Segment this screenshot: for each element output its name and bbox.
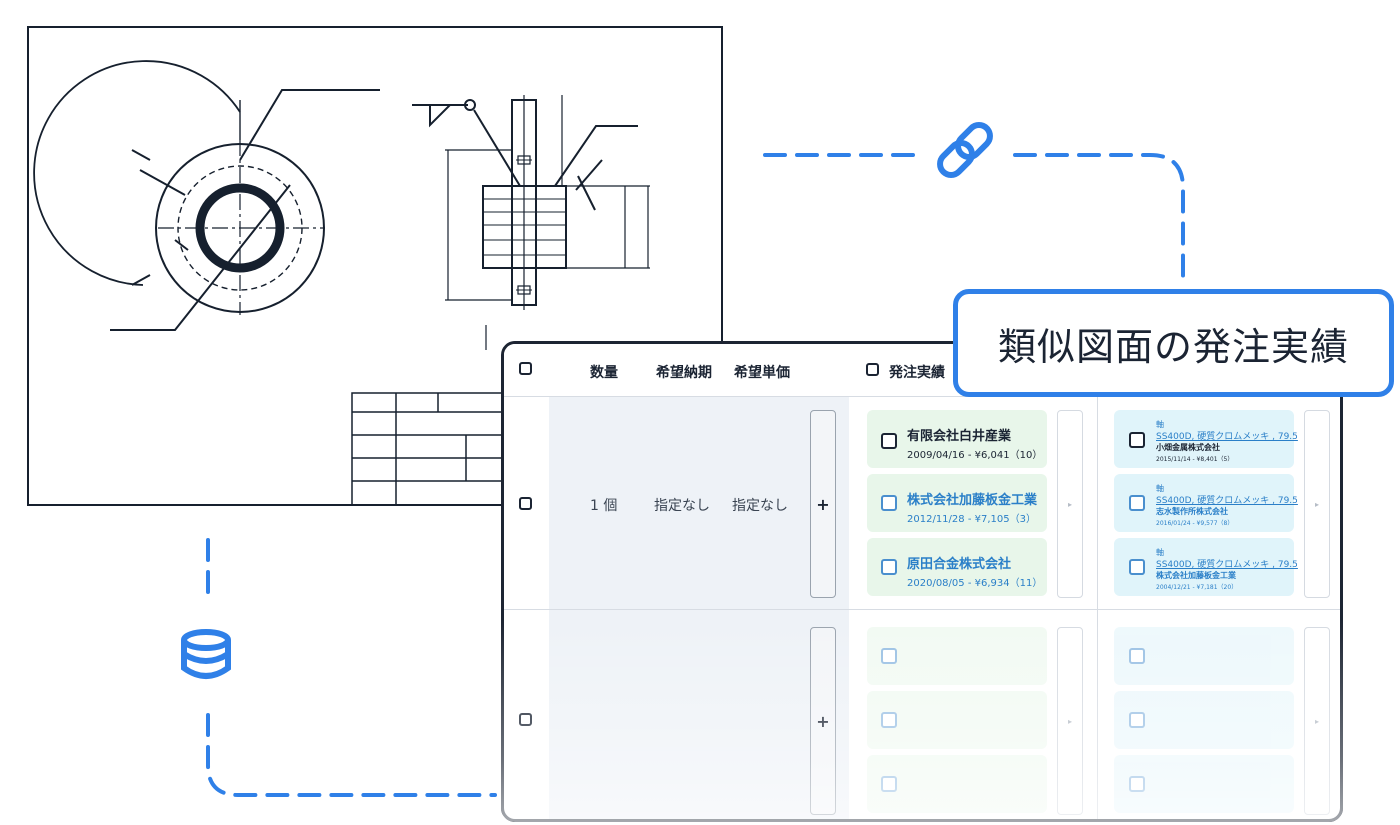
quantity-value: 1 個 bbox=[590, 498, 618, 514]
similar-checkbox[interactable] bbox=[1129, 559, 1145, 575]
select-all-checkbox[interactable] bbox=[519, 362, 532, 375]
order-card-placeholder bbox=[867, 755, 1047, 813]
similar-card[interactable]: 軸 SS400D, 硬質クロムメッキ , 79.5 株式会社加藤板金工業 200… bbox=[1114, 538, 1298, 596]
similar-spec-link[interactable]: SS400D, 硬質クロムメッキ , 79.5 bbox=[1156, 560, 1298, 570]
order-checkbox[interactable] bbox=[881, 648, 897, 664]
similar-detail: 2016/01/24 - ¥9,577（8） bbox=[1156, 520, 1234, 527]
order-checkbox[interactable] bbox=[881, 559, 897, 575]
similar-spec-link[interactable]: SS400D, 硬質クロムメッキ , 79.5 bbox=[1156, 496, 1298, 506]
similar-card[interactable]: 軸 SS400D, 硬質クロムメッキ , 79.5 小畑金属株式会社 2015/… bbox=[1114, 410, 1298, 468]
similar-detail: 2004/12/21 - ¥7,181（20） bbox=[1156, 584, 1238, 591]
next-arrow-button[interactable]: ▸ bbox=[1057, 627, 1083, 815]
add-button[interactable]: + bbox=[810, 627, 836, 815]
similar-checkbox[interactable] bbox=[1129, 648, 1145, 664]
order-card[interactable]: 株式会社加藤板金工業 2012/11/28 - ¥7,105（3） bbox=[867, 474, 1047, 532]
order-detail: 2020/08/05 - ¥6,934（11） bbox=[907, 578, 1043, 589]
order-detail: 2012/11/28 - ¥7,105（3） bbox=[907, 514, 1036, 525]
similar-checkbox[interactable] bbox=[1129, 432, 1145, 448]
front-view bbox=[33, 60, 380, 331]
similar-card-placeholder bbox=[1114, 627, 1294, 685]
next-arrow-button[interactable]: ▸ bbox=[1304, 410, 1330, 598]
order-company: 原田合金株式会社 bbox=[907, 557, 1012, 572]
order-card[interactable]: 有限会社白井産業 2009/04/16 - ¥6,041（10） bbox=[867, 410, 1047, 468]
similar-detail: 2015/11/14 - ¥8,401（5） bbox=[1156, 456, 1234, 463]
technical-drawing bbox=[27, 26, 723, 506]
due-date-value: 指定なし bbox=[654, 498, 710, 514]
table-row: + ▸ ▸ bbox=[504, 610, 1340, 819]
header-quantity: 数量 bbox=[590, 365, 618, 381]
order-card-placeholder bbox=[867, 627, 1047, 685]
row-checkbox[interactable] bbox=[519, 497, 532, 510]
header-order-history: 発注実績 bbox=[889, 365, 945, 381]
title-block bbox=[351, 392, 508, 506]
unit-price-value: 指定なし bbox=[732, 498, 788, 514]
add-button[interactable]: + bbox=[810, 410, 836, 598]
order-history-checkbox[interactable] bbox=[866, 363, 879, 376]
header-due-date: 希望納期 bbox=[656, 365, 712, 381]
header-unit-price: 希望単価 bbox=[734, 365, 790, 381]
similar-checkbox[interactable] bbox=[1129, 495, 1145, 511]
similar-label: 軸 bbox=[1156, 484, 1164, 493]
similar-company: 小畑金属株式会社 bbox=[1156, 443, 1220, 452]
order-card[interactable]: 原田合金株式会社 2020/08/05 - ¥6,934（11） bbox=[867, 538, 1047, 596]
order-table: 数量 希望納期 希望単価 発注実績 1 個 指定なし 指定なし + 有限会社白井… bbox=[501, 341, 1343, 822]
side-view bbox=[412, 95, 650, 350]
table-row: 1 個 指定なし 指定なし + 有限会社白井産業 2009/04/16 - ¥6… bbox=[504, 397, 1340, 609]
similar-spec-link[interactable]: SS400D, 硬質クロムメッキ , 79.5 bbox=[1156, 432, 1298, 442]
similar-label: 軸 bbox=[1156, 420, 1164, 429]
callout-similar-drawing-orders: 類似図面の発注実績 bbox=[953, 289, 1394, 397]
similar-card[interactable]: 軸 SS400D, 硬質クロムメッキ , 79.5 志水製作所株式会社 2016… bbox=[1114, 474, 1298, 532]
order-checkbox[interactable] bbox=[881, 712, 897, 728]
next-arrow-button[interactable]: ▸ bbox=[1057, 410, 1083, 598]
order-company: 有限会社白井産業 bbox=[907, 429, 1012, 444]
order-card-placeholder bbox=[867, 691, 1047, 749]
order-checkbox[interactable] bbox=[881, 495, 897, 511]
order-checkbox[interactable] bbox=[881, 433, 897, 449]
similar-card-placeholder bbox=[1114, 755, 1294, 813]
order-company: 株式会社加藤板金工業 bbox=[907, 493, 1038, 508]
similar-checkbox[interactable] bbox=[1129, 776, 1145, 792]
similar-label: 軸 bbox=[1156, 548, 1164, 557]
row-checkbox[interactable] bbox=[519, 713, 532, 726]
next-arrow-button[interactable]: ▸ bbox=[1304, 627, 1330, 815]
order-detail: 2009/04/16 - ¥6,041（10） bbox=[907, 450, 1043, 461]
similar-company: 志水製作所株式会社 bbox=[1156, 507, 1228, 516]
similar-company: 株式会社加藤板金工業 bbox=[1156, 571, 1236, 580]
order-checkbox[interactable] bbox=[881, 776, 897, 792]
link-icon bbox=[937, 122, 993, 178]
similar-card-placeholder bbox=[1114, 691, 1294, 749]
similar-checkbox[interactable] bbox=[1129, 712, 1145, 728]
database-icon bbox=[181, 629, 231, 679]
